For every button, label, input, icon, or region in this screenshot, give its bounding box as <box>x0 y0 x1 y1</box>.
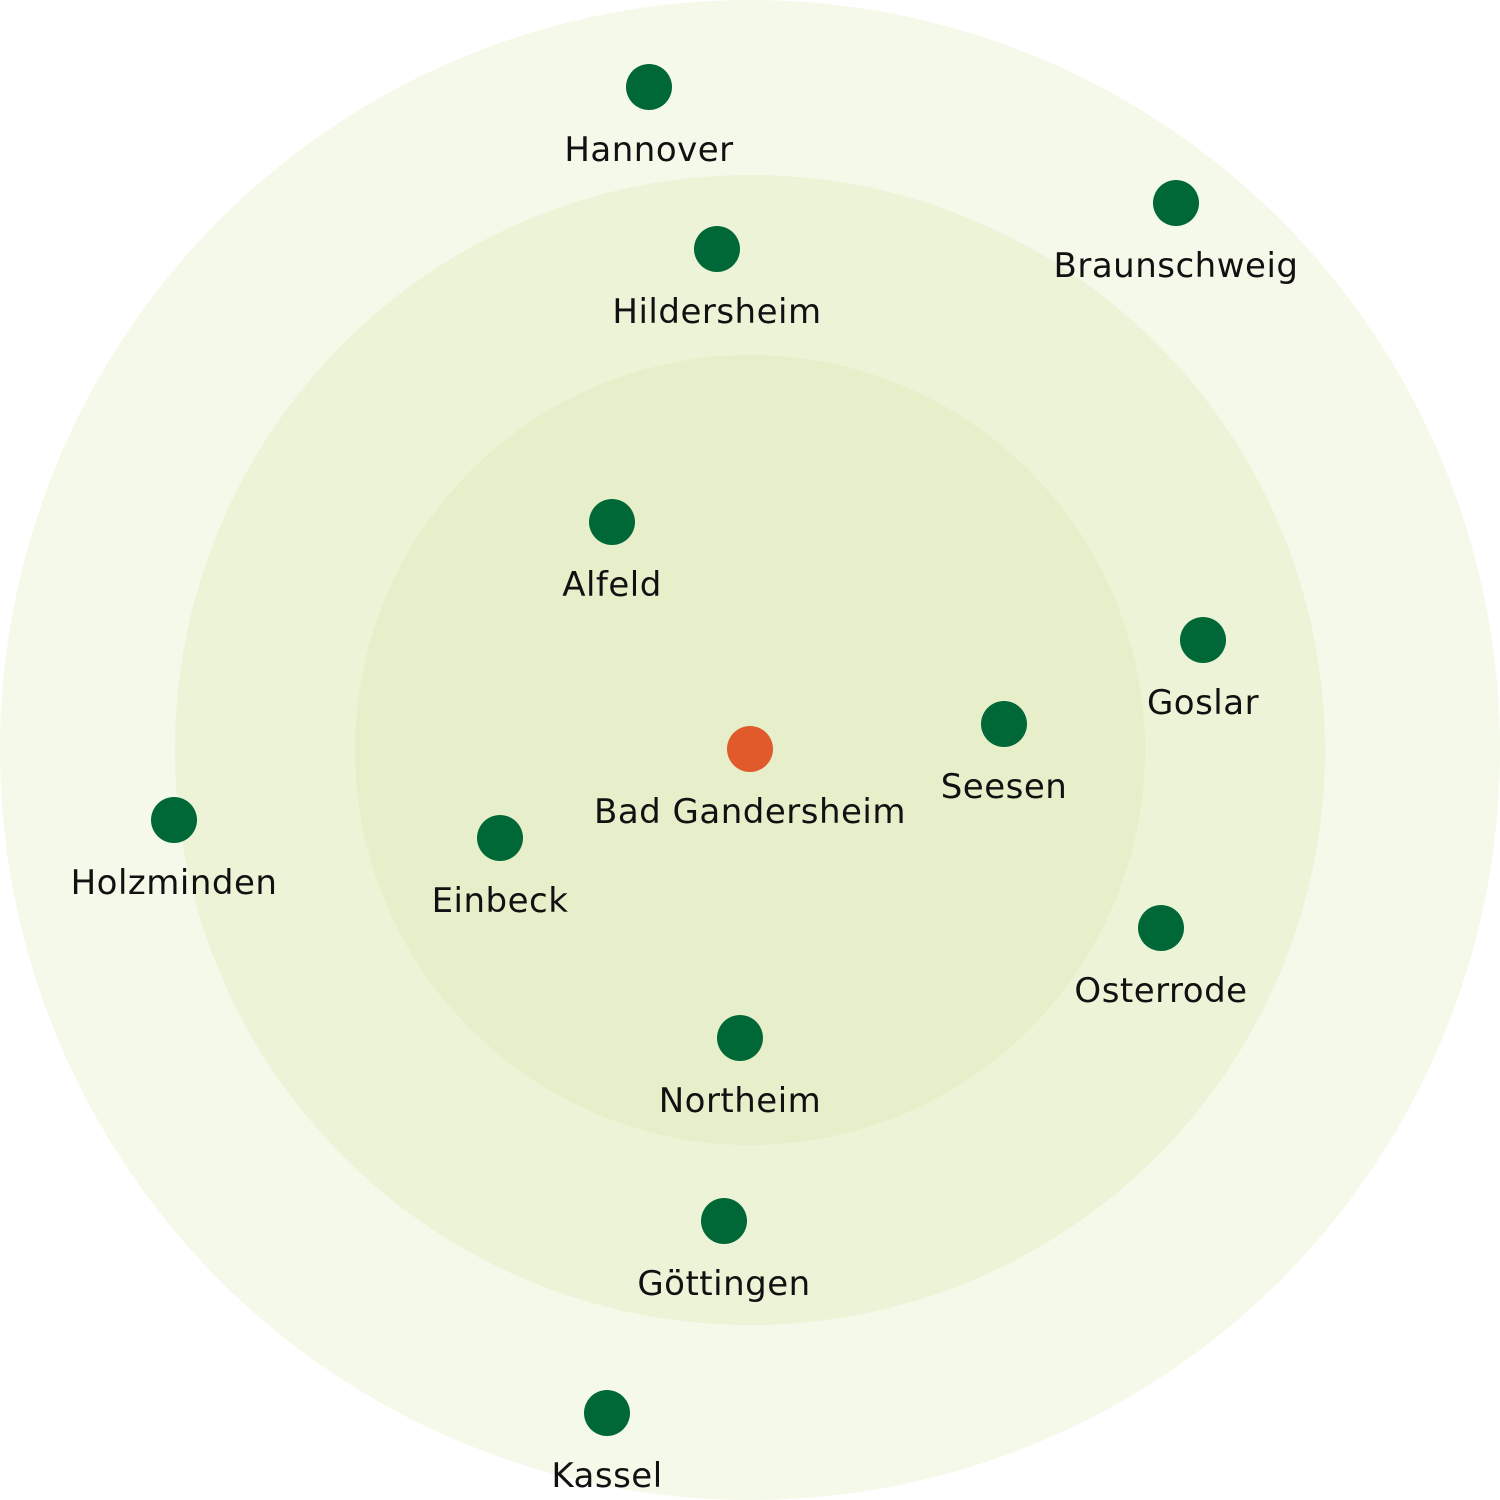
city-label: Osterrode <box>1074 971 1248 1011</box>
city-label: Hildersheim <box>612 292 822 332</box>
city-label: Northeim <box>658 1081 822 1121</box>
city-marker-icon <box>717 1015 763 1061</box>
city-label: Einbeck <box>431 881 569 921</box>
city-label: Göttingen <box>637 1264 811 1304</box>
city-label: Holzminden <box>70 863 278 903</box>
city-label: Seesen <box>940 767 1068 807</box>
city-marker-icon <box>1180 617 1226 663</box>
city-marker-icon <box>1138 905 1184 951</box>
city-marker-icon <box>1153 180 1199 226</box>
city-label: Kassel <box>551 1456 663 1496</box>
city-marker-icon <box>151 797 197 843</box>
city-marker-icon <box>701 1198 747 1244</box>
city-marker-icon <box>477 815 523 861</box>
city-marker-icon <box>626 64 672 110</box>
center-label: Bad Gandersheim <box>593 792 907 832</box>
city-label: Hannover <box>564 130 734 170</box>
city-label: Goslar <box>1146 683 1260 723</box>
city-label: Alfeld <box>562 565 662 605</box>
city-marker-icon <box>589 499 635 545</box>
city-label: Braunschweig <box>1053 246 1299 286</box>
city-marker-icon <box>584 1390 630 1436</box>
city-marker-icon <box>981 701 1027 747</box>
city-marker-icon <box>694 226 740 272</box>
center-marker-icon <box>727 726 773 772</box>
